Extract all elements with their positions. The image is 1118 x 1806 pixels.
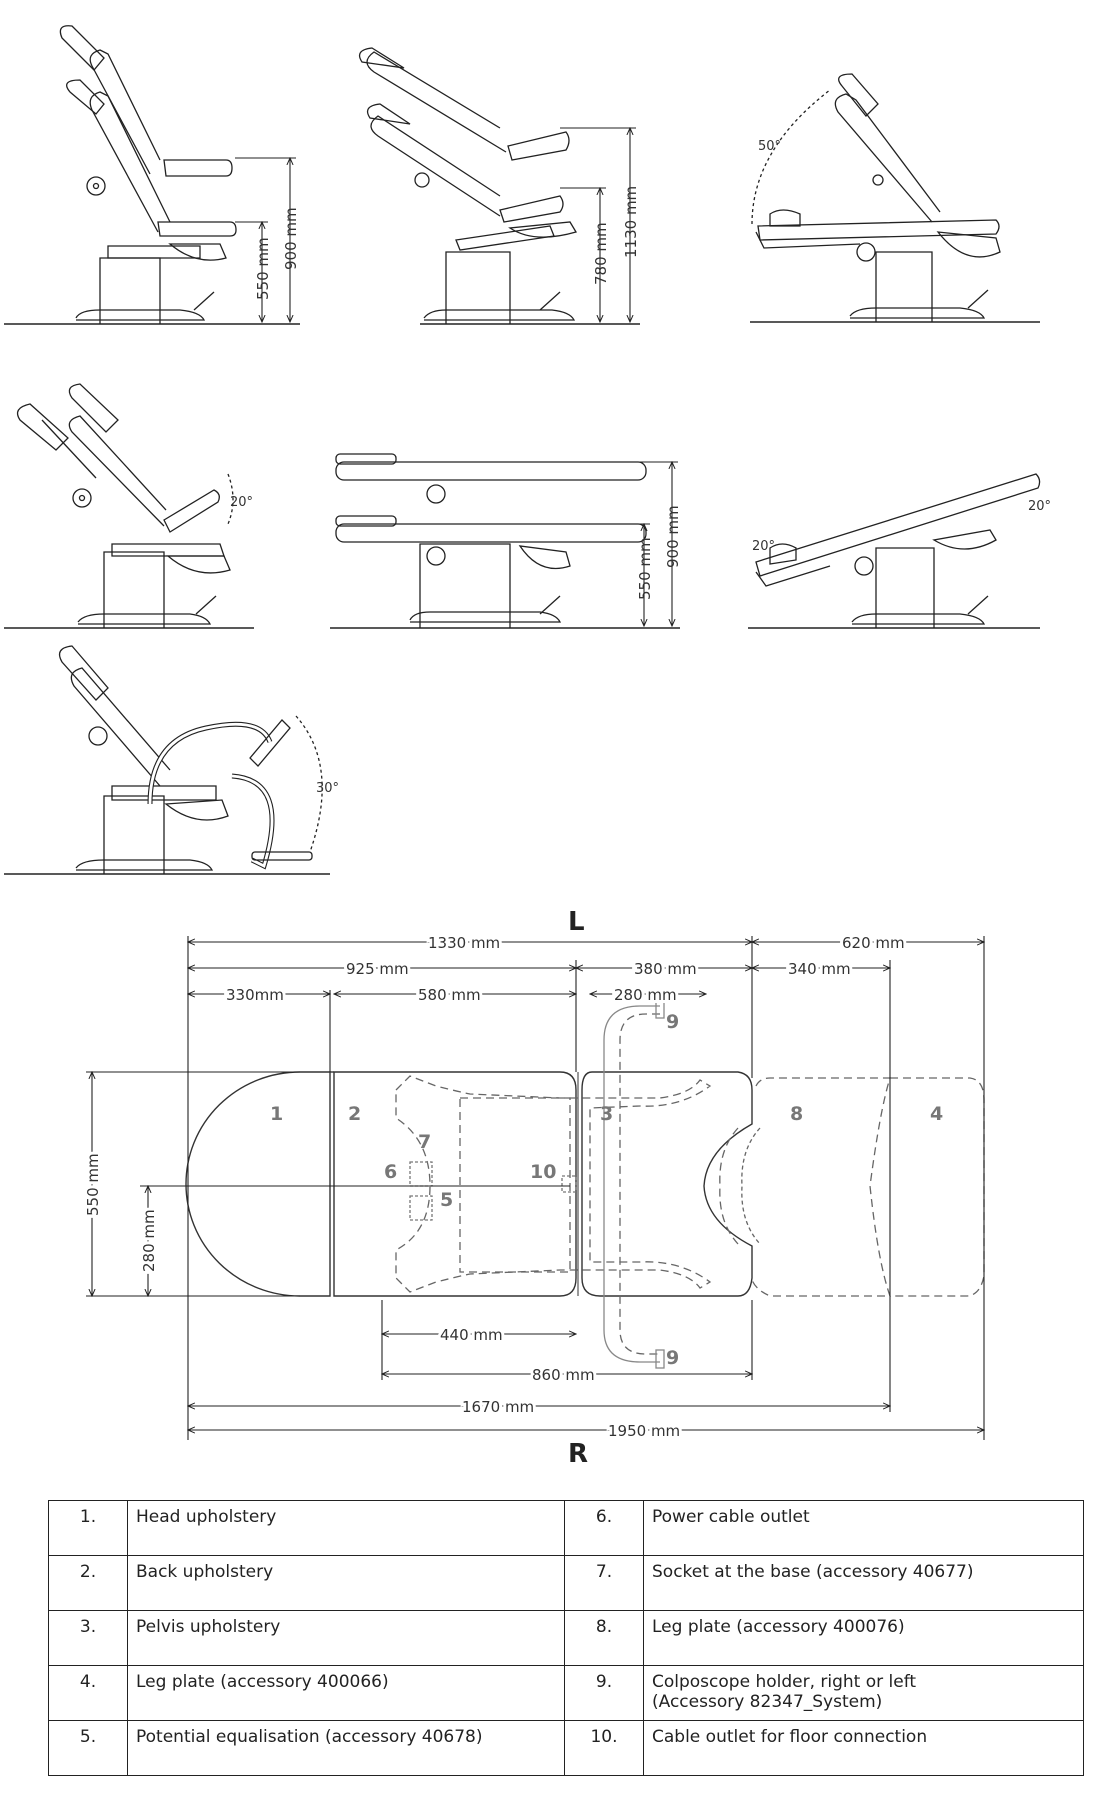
side-label-top: L — [568, 907, 585, 937]
dim-1670: 1670 mm — [462, 1398, 534, 1416]
legend-text-line-1: Colposcope holder, right or left — [652, 1672, 917, 1692]
dim-1330: 1330 mm — [428, 934, 500, 952]
legend-number: 10. — [564, 1720, 644, 1776]
back-upholstery-outline — [333, 1071, 577, 1297]
legend-number: 2. — [48, 1555, 128, 1611]
legend-row: 1. Head upholstery 6. Power cable outlet — [48, 1500, 1084, 1556]
label-3: 3 — [600, 1103, 613, 1125]
dim-280-top: 280 mm — [614, 986, 677, 1004]
head-upholstery-outline — [185, 1071, 331, 1297]
side-view-2-dims — [560, 128, 636, 322]
legend-text: Socket at the base (accessory 40677) — [643, 1555, 1084, 1611]
angle-v4-20: 20° — [230, 495, 253, 510]
top-view-dims — [86, 936, 984, 1440]
dim-280-left: 280 mm — [140, 1209, 158, 1272]
legend-row: 4. Leg plate (accessory 400066) 9. Colpo… — [48, 1665, 1084, 1721]
dim-550-left: 550 mm — [84, 1153, 102, 1216]
dim-925: 925 mm — [346, 960, 409, 978]
side-view-4 — [4, 383, 254, 629]
legend-text: Leg plate (accessory 400076) — [643, 1610, 1084, 1666]
side-view-1-dims — [235, 158, 296, 322]
label-1: 1 — [270, 1103, 283, 1125]
legend-number: 9. — [564, 1665, 644, 1721]
legend-number: 6. — [564, 1500, 644, 1556]
dim-580: 580 mm — [418, 986, 481, 1004]
label-9-top: 9 — [666, 1011, 679, 1033]
dim-v5-550: 550 mm — [636, 537, 654, 600]
legend-row: 2. Back upholstery 7. Socket at the base… — [48, 1555, 1084, 1611]
dim-330: 330mm — [226, 986, 284, 1004]
leg-plate-8-outline — [751, 1077, 891, 1297]
label-5: 5 — [440, 1189, 453, 1211]
legend-row: 3. Pelvis upholstery 8. Leg plate (acces… — [48, 1610, 1084, 1666]
label-8: 8 — [790, 1103, 803, 1125]
legend-number: 4. — [48, 1665, 128, 1721]
side-view-7 — [4, 645, 330, 875]
technical-drawing: 900 mm 550 mm 1130 mm 780 mm — [4, 25, 1051, 1469]
legend-number: 5. — [48, 1720, 128, 1776]
legend-text-multiline: Colposcope holder, right or left (Access… — [643, 1665, 1084, 1721]
colposcope-holder-outline — [619, 1013, 660, 1355]
dim-v1-900: 900 mm — [282, 207, 300, 270]
pelvis-upholstery-outline — [581, 1071, 753, 1297]
legend-text: Leg plate (accessory 400066) — [127, 1665, 565, 1721]
legend-text: Potential equalisation (accessory 40678) — [127, 1720, 565, 1776]
label-7: 7 — [418, 1131, 431, 1153]
dim-380: 380 mm — [634, 960, 697, 978]
legend-text: Power cable outlet — [643, 1500, 1084, 1556]
dim-v5-900: 900 mm — [664, 505, 682, 568]
side-view-5 — [330, 453, 680, 629]
dim-v1-550: 550 mm — [254, 237, 272, 300]
top-view-outline — [185, 1071, 753, 1297]
side-label-bottom: R — [568, 1439, 588, 1469]
legend-text: Head upholstery — [127, 1500, 565, 1556]
legend-text-line-2: (Accessory 82347_System) — [652, 1692, 883, 1712]
side-view-5-dims — [630, 462, 678, 626]
dim-440: 440 mm — [440, 1326, 503, 1344]
angle-v6-20-left: 20° — [752, 539, 775, 554]
legend-number: 1. — [48, 1500, 128, 1556]
angle-v3-50: 50° — [758, 139, 781, 154]
angle-v6-20-right: 20° — [1028, 499, 1051, 514]
legend-table: 1. Head upholstery 6. Power cable outlet… — [48, 1500, 1084, 1776]
label-2: 2 — [348, 1103, 361, 1125]
dim-860: 860 mm — [532, 1366, 595, 1384]
legend-text: Cable outlet for floor connection — [643, 1720, 1084, 1776]
side-view-1 — [4, 25, 300, 325]
side-view-6 — [748, 473, 1041, 629]
legend-number: 8. — [564, 1610, 644, 1666]
legend-number: 7. — [564, 1555, 644, 1611]
label-10: 10 — [530, 1161, 556, 1183]
side-view-2 — [358, 47, 640, 325]
label-6: 6 — [384, 1161, 397, 1183]
legend-text: Pelvis upholstery — [127, 1610, 565, 1666]
side-view-3 — [750, 73, 1040, 323]
legend-row: 5. Potential equalisation (accessory 406… — [48, 1720, 1084, 1776]
colposcope-holder — [603, 999, 665, 1369]
legend-text: Back upholstery — [127, 1555, 565, 1611]
top-view-dashed — [395, 1013, 985, 1355]
dim-v2-780: 780 mm — [592, 222, 610, 285]
angle-v7-30: 30° — [316, 781, 339, 796]
label-9-bottom: 9 — [666, 1347, 679, 1369]
dim-340: 340 mm — [788, 960, 851, 978]
dim-1950: 1950 mm — [608, 1422, 680, 1440]
label-4: 4 — [930, 1103, 943, 1125]
dim-v2-1130: 1130 mm — [622, 186, 640, 258]
dim-620: 620 mm — [842, 934, 905, 952]
legend-number: 3. — [48, 1610, 128, 1666]
